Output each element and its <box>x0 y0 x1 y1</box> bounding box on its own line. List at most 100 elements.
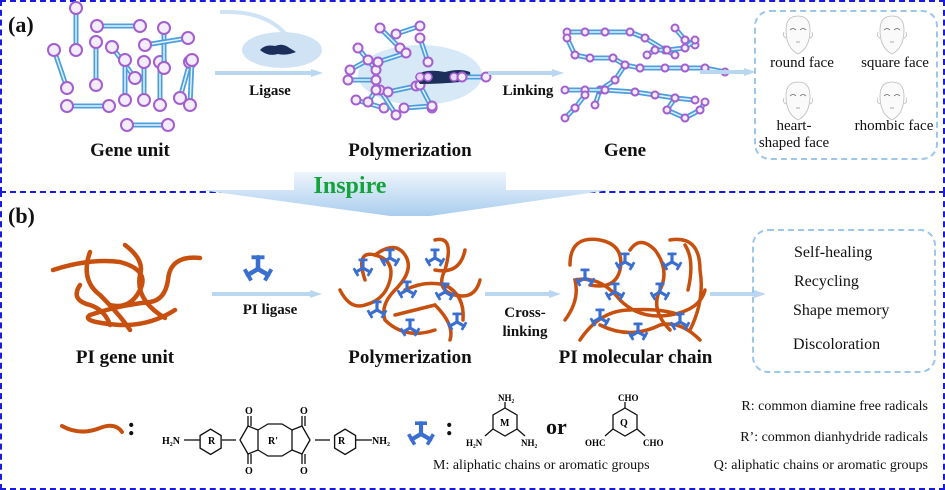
pi-ligase-linker <box>446 312 468 331</box>
face-outline <box>782 15 814 55</box>
trialdehyde-right-group: CHO <box>643 438 664 448</box>
linking-label: Linking <box>502 83 554 99</box>
pi-chain-strand <box>668 237 703 332</box>
pi-chain-strand <box>683 243 693 292</box>
face-outline <box>876 81 908 121</box>
pi-ligase-linker <box>574 268 596 287</box>
arrow-a2 <box>488 69 564 77</box>
face-icon-rhombic <box>876 81 908 121</box>
face-outline <box>782 81 814 121</box>
gene-unit <box>120 118 175 132</box>
property-shape-memory: Shape memory <box>793 302 890 319</box>
pi-ligase-linker <box>669 312 691 331</box>
note-Q: Q: aliphatic chains or aromatic groups <box>713 458 928 473</box>
gene-caption: Gene <box>603 140 647 161</box>
diamine-ring-R-right: R <box>338 436 346 447</box>
face-outline <box>876 15 908 55</box>
pi-ligase-linker <box>396 280 418 299</box>
panel-b-label: (b) <box>8 203 35 228</box>
legend-linker-symbol <box>407 421 435 446</box>
gene-unit <box>398 100 438 114</box>
inspire-arrow <box>200 172 610 216</box>
gene-unit <box>560 103 580 123</box>
legend-colon-1: : <box>127 412 136 441</box>
pi-chain-strand <box>568 237 623 288</box>
properties-box <box>752 229 936 373</box>
diamine-dianhydride-structure: H₂N R R' R NH₂ O O O O <box>162 406 390 477</box>
pi-ligase-linker <box>589 308 611 327</box>
triamine-ring-M: M <box>500 418 510 429</box>
gene-unit <box>372 47 412 68</box>
oxygen-3: O <box>300 406 308 417</box>
gene-unit <box>695 97 710 115</box>
trialdehyde-structure: Q CHO OHC CHO <box>585 393 664 448</box>
pi-ligase-linker <box>661 252 683 271</box>
gene-unit <box>414 32 434 68</box>
oxygen-2: O <box>245 466 253 477</box>
panel-a-label: (a) <box>8 12 34 37</box>
face-label-rhombic: rhombic face <box>854 118 934 134</box>
polymerization-a-caption: Polymerization <box>348 140 472 161</box>
property-recycling: Recycling <box>794 273 859 290</box>
gene-unit <box>157 21 171 75</box>
pi-ligase-linker <box>366 300 388 319</box>
pi-molecular-chain-caption: PI molecular chain <box>558 347 713 368</box>
triamine-top-group: NH₂ <box>498 393 515 403</box>
ligase-enzyme-illustration <box>219 9 322 68</box>
pi-ligase-linker <box>627 322 649 341</box>
ligase-label: Ligase <box>249 83 291 99</box>
note-R: R: common diamine free radicals <box>741 399 928 414</box>
gene-unit <box>344 54 374 76</box>
triamine-left-group: H₂N <box>466 438 483 448</box>
diamine-right-group: NH₂ <box>372 436 390 447</box>
oxygen-4: O <box>300 466 308 477</box>
pi-ligase-label: PI ligase <box>242 302 298 318</box>
pi-chain-strand <box>433 237 482 298</box>
pi-ligase-linker <box>399 318 421 337</box>
note-M: M: aliphatic chains or aromatic groups <box>433 458 650 473</box>
pi-chain-strand <box>578 307 682 342</box>
gene-unit <box>118 53 132 107</box>
face-label-round: round face <box>770 55 834 71</box>
arrow-b1 <box>212 290 322 298</box>
pi-ligase-linker <box>604 282 626 301</box>
gene-unit <box>362 84 382 108</box>
pi-chain-strand <box>393 303 453 342</box>
gene-unit-caption: Gene unit <box>90 140 170 161</box>
gene-unit <box>350 94 390 114</box>
trialdehyde-left-group: OHC <box>585 438 606 448</box>
face-label-square: square face <box>861 55 929 71</box>
property-discoloration: Discoloration <box>793 336 881 353</box>
gene-unit <box>374 22 406 54</box>
pi-polymerization-caption: Polymerization <box>348 347 472 368</box>
gene-unit <box>60 99 116 113</box>
pi-ligase-linker <box>434 282 456 301</box>
oxygen-1: O <box>245 406 253 417</box>
ligase-dark-core <box>260 44 296 55</box>
pi-chain-strand <box>373 245 437 336</box>
pi-ligase-icon <box>242 255 274 282</box>
legend-colon-2: : <box>445 412 454 441</box>
inspire-label: Inspire <box>313 173 387 199</box>
gene-unit <box>390 20 426 40</box>
gene-unit <box>89 35 103 92</box>
cross-linking-line1: Cross- <box>504 305 546 321</box>
pi-molecular-chain-network <box>563 237 707 342</box>
gene-unit <box>680 35 700 53</box>
pi-ligase-linker <box>614 252 636 271</box>
arrow-a1 <box>215 69 323 77</box>
trialdehyde-ring-Q: Q <box>620 418 628 429</box>
trialdehyde-top-group: CHO <box>618 393 639 403</box>
face-shapes-box <box>754 10 938 160</box>
pi-ligase-linker <box>352 258 374 277</box>
arrow-b3 <box>710 290 766 298</box>
arrow-a3 <box>700 68 756 76</box>
arrow-b2 <box>485 290 561 298</box>
cross-linking-line2: linking <box>502 324 548 340</box>
cross-linking-label: Cross- linking <box>485 304 565 342</box>
note-Rprime: R’: common dianhydride radicals <box>740 430 928 445</box>
pi-polymerization-network <box>338 237 482 342</box>
gene-unit-cluster <box>47 1 199 132</box>
property-self-healing: Self-healing <box>794 244 873 261</box>
triamine-structure: M NH₂ H₂N NH₂ <box>466 393 538 448</box>
